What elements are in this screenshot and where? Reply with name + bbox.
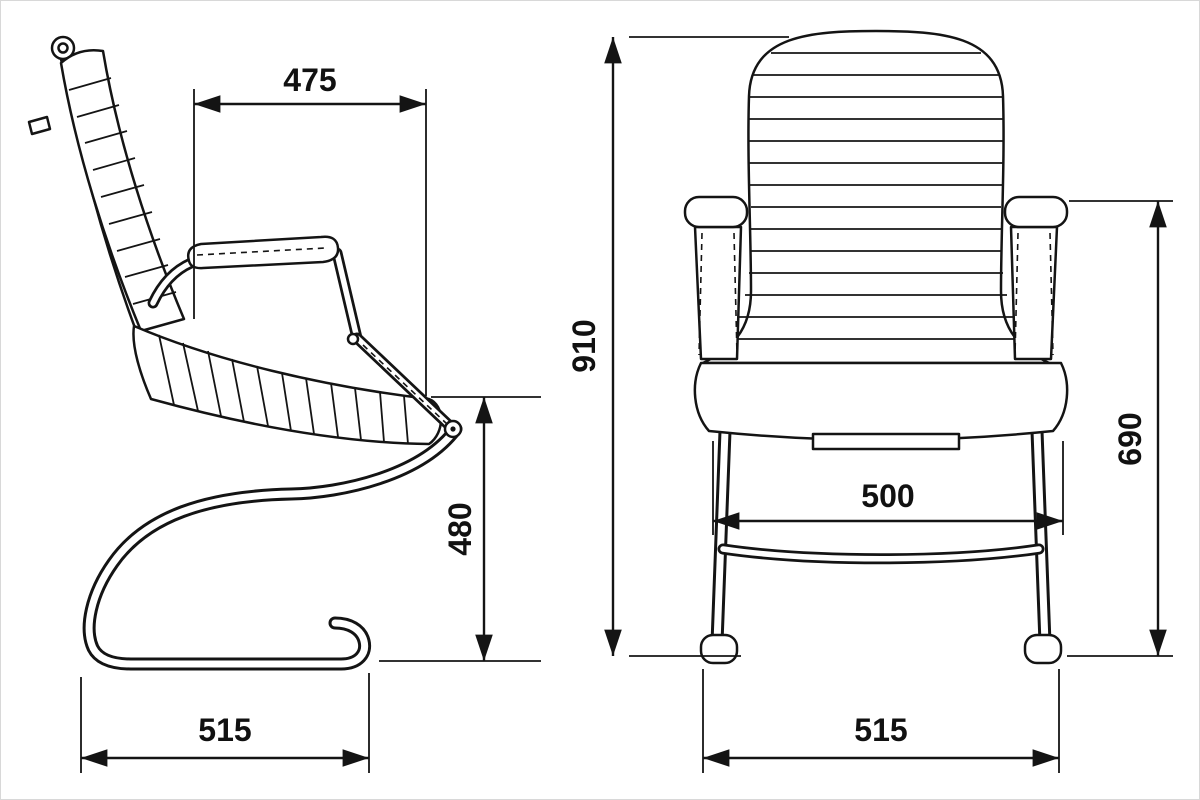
armrest-left-front — [683, 195, 749, 361]
armrest-right-front — [1003, 195, 1069, 361]
dimensions-front-view: 910 690 500 515 — [566, 36, 1173, 773]
seat-ribs — [158, 334, 409, 445]
dimension-515-side-label: 515 — [198, 712, 251, 748]
dimensions-side-view: 475 480 515 — [80, 62, 541, 773]
seat-bracket — [811, 432, 961, 451]
foot-right — [1023, 633, 1063, 665]
backrest-ribs-front — [723, 52, 1029, 340]
dimension-480-label: 480 — [442, 502, 478, 555]
armrest-pad-left — [683, 195, 749, 229]
armrest-pad-side — [187, 235, 340, 270]
dimension-500: 500 — [712, 441, 1064, 535]
dimension-910-label: 910 — [566, 319, 602, 372]
dimension-910: 910 — [566, 36, 789, 657]
dimension-475-label: 475 — [283, 62, 336, 98]
backrest-side — [59, 49, 186, 333]
foot-left — [699, 633, 739, 665]
backrest-ribs — [68, 77, 177, 305]
sled-base-side — [82, 422, 463, 671]
dimension-480: 480 — [379, 396, 541, 662]
sled-base-front — [699, 424, 1063, 665]
dimension-690-label: 690 — [1112, 412, 1148, 465]
dimension-475: 475 — [193, 62, 427, 396]
seat-side — [132, 324, 443, 446]
seat-front — [693, 361, 1069, 451]
dimension-515-side: 515 — [80, 673, 370, 773]
side-view-chair — [27, 35, 463, 671]
front-view-chair — [683, 29, 1069, 665]
armrest-side — [147, 235, 363, 344]
arm-strut-side — [346, 332, 463, 439]
dimension-500-label: 500 — [861, 478, 914, 514]
armrest-pad-right — [1003, 195, 1069, 229]
dimension-515-front-label: 515 — [854, 712, 907, 748]
dimension-690: 690 — [1067, 200, 1173, 657]
backrest-front — [701, 29, 1051, 365]
dimension-515-front: 515 — [702, 669, 1060, 773]
